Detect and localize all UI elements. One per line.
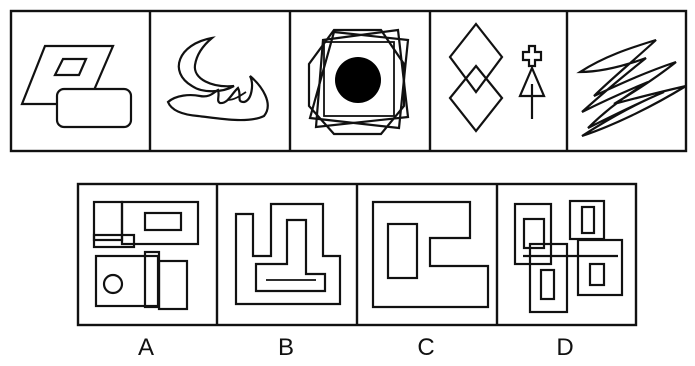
option-a-figure[interactable] [94, 202, 198, 309]
options-row [78, 184, 636, 325]
question-panel-5 [580, 40, 686, 136]
option-d-figure[interactable] [515, 201, 622, 312]
option-c-figure[interactable] [373, 202, 488, 307]
question-panel-2 [168, 38, 268, 120]
question-panel-3 [309, 30, 408, 134]
option-d-label[interactable]: D [545, 334, 585, 362]
option-b-label[interactable]: B [266, 334, 306, 362]
option-b-figure[interactable] [236, 204, 340, 304]
question-panel-4 [450, 24, 544, 131]
option-c-label[interactable]: C [406, 334, 446, 362]
black-circle [335, 57, 381, 103]
question-panel-1 [22, 46, 131, 127]
option-a-label[interactable]: A [126, 334, 166, 362]
question-row [11, 11, 686, 151]
